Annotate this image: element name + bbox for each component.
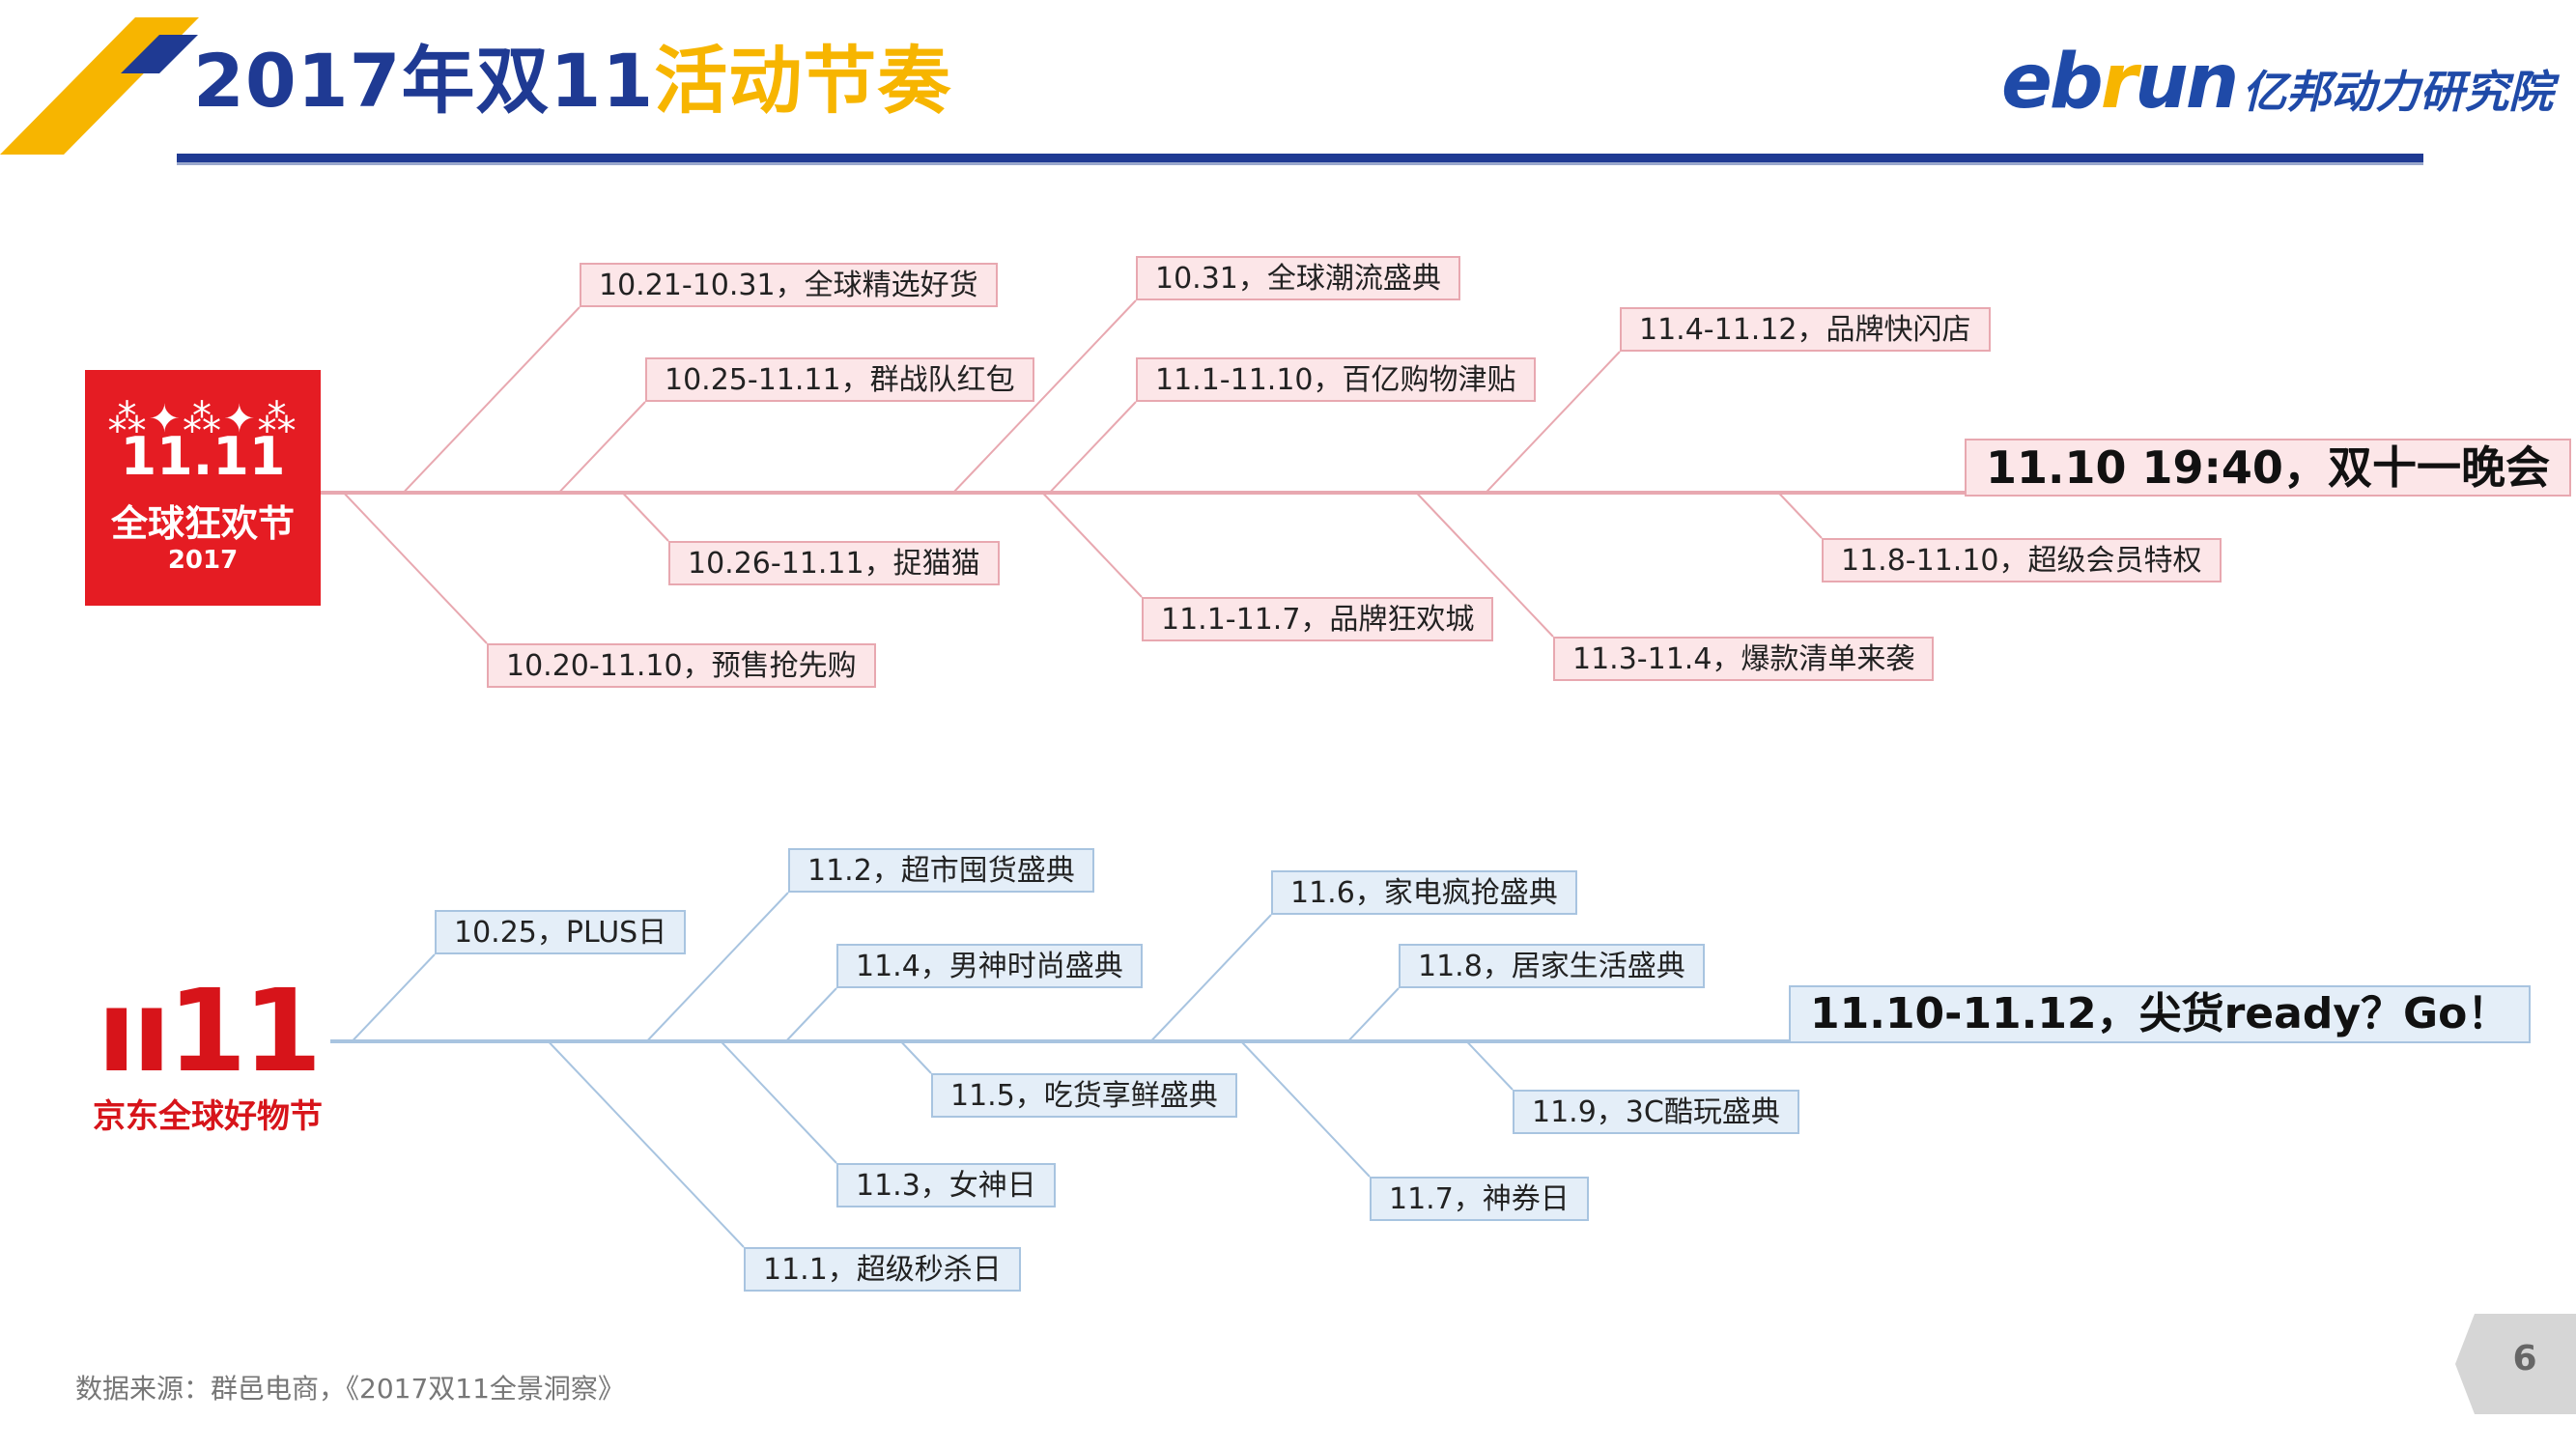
jd-festival-logo: ıı11 京东全球好物节: [87, 964, 328, 1136]
tmall-logo-caption: 全球狂欢节: [110, 502, 295, 545]
header-underline: [177, 154, 2423, 162]
data-source-note: 数据来源：群邑电商，《2017双11全景洞察》: [75, 1373, 625, 1405]
tmall-branch-line: [1485, 351, 1621, 494]
tmall-branch-line: [343, 492, 488, 644]
tmall-event-box: 11.1-11.7，品牌狂欢城: [1142, 597, 1494, 641]
page-number: 6: [2512, 1339, 2537, 1378]
corner-stripe-blue: [121, 35, 198, 73]
jd-event-box: 11.8，居家生活盛典: [1399, 944, 1705, 988]
jd-branch-line: [1240, 1040, 1371, 1178]
jd-event-box: 11.2，超市囤货盛典: [788, 848, 1094, 893]
title-part-1: 2017年双11: [193, 38, 655, 124]
brand-latin-c: un: [2135, 39, 2239, 126]
brand-latin-b: r: [2100, 39, 2138, 126]
tmall-event-box: 11.1-11.10，百亿购物津贴: [1136, 357, 1536, 402]
brand-latin-a: eb: [2001, 39, 2104, 126]
tmall-logo-year: 2017: [167, 546, 239, 575]
header-underline-shadow: [177, 162, 2423, 165]
brand-name-cn: 亿邦动力研究院: [2242, 66, 2554, 118]
jd-event-box: 11.3，女神日: [836, 1163, 1056, 1208]
jd-event-box: 11.6，家电疯抢盛典: [1271, 870, 1577, 915]
title-part-2: 活动节奏: [654, 38, 952, 124]
jd-event-box: 11.9，3C酷玩盛典: [1513, 1090, 1799, 1134]
tmall-branch-line: [1041, 492, 1143, 598]
tmall-event-box: 10.31，全球潮流盛典: [1136, 256, 1460, 300]
jd-branch-line: [351, 953, 436, 1042]
jd-branches: [351, 892, 1514, 1248]
tmall-event-box: 11.3-11.4，爆款清单来袭: [1553, 637, 1935, 681]
tmall-branch-line: [402, 306, 580, 494]
tmall-event-box: 11.4-11.12，品牌快闪店: [1620, 307, 1991, 352]
tmall-event-box: 10.21-10.31，全球精选好货: [580, 263, 998, 307]
jd-event-box: 11.1，超级秒杀日: [744, 1247, 1021, 1292]
tmall-branch-line: [1048, 401, 1137, 494]
tmall-branches: [343, 299, 1823, 644]
tmall-branch-line: [1777, 492, 1823, 539]
jd-event-box: 10.25，PLUS日: [435, 910, 687, 954]
jd-branch-line: [645, 892, 789, 1042]
tmall-1111-logo: ⁂✦⁂✦⁂ 11.11 全球狂欢节 2017: [85, 370, 321, 606]
tmall-event-box: 10.20-11.10，预售抢先购: [487, 643, 876, 688]
jd-branch-line: [1465, 1040, 1514, 1091]
tmall-logo-number: 11.11: [120, 426, 286, 487]
jd-branch-line: [785, 987, 837, 1042]
tmall-branch-line: [621, 492, 669, 542]
tmall-branch-line: [1415, 492, 1554, 638]
jd-logo-caption: 京东全球好物节: [93, 1097, 323, 1136]
jd-event-box: 11.4，男神时尚盛典: [836, 944, 1143, 988]
crown-icon: ⁂✦⁂✦⁂: [107, 397, 298, 441]
jd-highlight-box: 11.10-11.12，尖货ready？Go！: [1789, 985, 2532, 1043]
page-title: 2017年双11活动节奏: [193, 21, 951, 128]
tmall-event-box: 11.8-11.10，超级会员特权: [1822, 538, 2222, 582]
tmall-event-box: 10.26-11.11，捉猫猫: [668, 541, 1000, 585]
jd-branch-line: [547, 1040, 745, 1248]
jd-event-box: 11.7，神券日: [1370, 1177, 1589, 1221]
jd-event-box: 11.5，吃货享鲜盛典: [931, 1073, 1237, 1118]
tmall-event-box: 10.25-11.11，群战队红包: [645, 357, 1034, 402]
page-number-badge: [2455, 1314, 2576, 1414]
jd-branch-line: [1347, 987, 1400, 1042]
jd-branch-line: [720, 1040, 837, 1164]
jd-branch-line: [899, 1040, 932, 1074]
jd-branch-line: [1149, 914, 1272, 1042]
tmall-branch-line: [952, 299, 1137, 494]
jd-1111-mark-icon: ıı11: [97, 964, 322, 1097]
tmall-highlight-box: 11.10 19:40，双十一晚会: [1965, 439, 2571, 497]
tmall-branch-line: [557, 401, 646, 494]
